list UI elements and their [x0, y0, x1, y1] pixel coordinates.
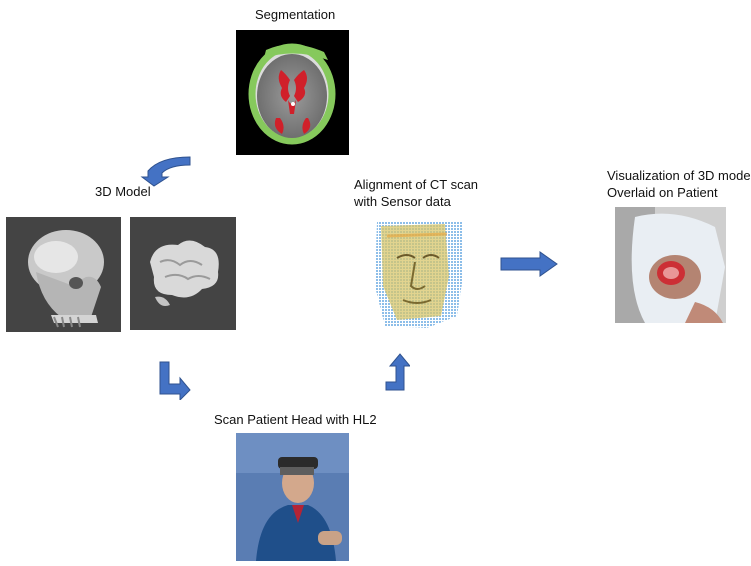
visualization-label: Visualization of 3D model Overlaid on Pa…: [607, 167, 751, 201]
scan-label: Scan Patient Head with HL2: [214, 412, 377, 427]
right-arrow: [500, 251, 558, 277]
alignment-label-line1: Alignment of CT scan: [354, 177, 479, 192]
3d-brain-model-image: [130, 217, 236, 330]
visualization-label-line2: Overlaid on Patient: [607, 185, 718, 200]
alignment-label: Alignment of CT scan with Sensor data: [354, 176, 478, 210]
alignment-point-cloud-image: [367, 216, 470, 334]
visualization-overlay-photo: [615, 207, 726, 323]
visualization-label-line1: Visualization of 3D model: [607, 168, 751, 183]
alignment-label-line2: with Sensor data: [354, 194, 451, 209]
bent-arrow-up: [384, 352, 410, 392]
3d-model-label: 3D Model: [95, 184, 151, 199]
3d-skull-model-image: [6, 217, 121, 332]
scan-patient-photo: [236, 433, 349, 561]
bent-arrow-down-right: [158, 360, 192, 400]
segmentation-label: Segmentation: [255, 7, 336, 22]
segmentation-ct-image: [236, 30, 349, 155]
curved-arrow-down-left: [140, 155, 192, 187]
